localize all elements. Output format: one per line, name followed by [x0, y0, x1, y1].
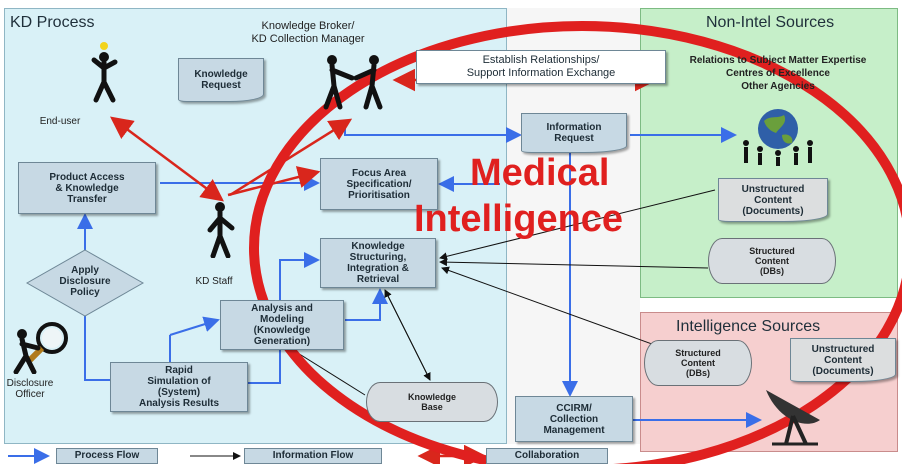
rapid-simulation-box: Rapid Simulation of (System) Analysis Re… [110, 362, 248, 412]
apply-disclosure-label: Apply Disclosure Policy [59, 265, 111, 298]
kd-process-title: KD Process [10, 14, 95, 31]
end-user-label: End-user [39, 116, 81, 127]
information-request-box: Information Request [521, 113, 627, 153]
intel-unstructured-documents-box: Unstructured Content (Documents) [790, 338, 896, 382]
knowledge-request-box: Knowledge Request [178, 58, 264, 102]
disclosure-officer-label: Disclosure Officer [6, 378, 54, 400]
analysis-modeling-box: Analysis and Modeling (Knowledge Generat… [220, 300, 344, 350]
establish-relationships-box: Establish Relationships/ Support Informa… [416, 50, 666, 84]
ccirm-box: CCIRM/ Collection Management [515, 396, 633, 442]
handshake-icon [318, 52, 390, 110]
overlay-intelligence: Intelligence [414, 198, 624, 240]
structured-dbs-cylinder: Structured Content (DBs) [708, 238, 836, 284]
apply-disclosure-diamond [25, 248, 145, 318]
person-magnifier-icon [8, 318, 74, 374]
non-intel-list: Relations to Subject Matter Expertise Ce… [689, 55, 867, 92]
focus-area-box: Focus Area Specification/ Prioritisation [320, 158, 438, 210]
intel-title: Intelligence Sources [676, 318, 821, 335]
kd-staff-label: KD Staff [195, 276, 233, 287]
intel-structured-dbs-cylinder: Structured Content (DBs) [644, 340, 752, 386]
non-intel-title: Non-Intel Sources [706, 14, 835, 31]
broker-label: Knowledge Broker/ KD Collection Manager [251, 20, 365, 45]
knowledge-base-cylinder: Knowledge Base [366, 382, 498, 422]
satellite-dish-icon [758, 380, 828, 446]
unstructured-documents-box: Unstructured Content (Documents) [718, 178, 828, 222]
knowledge-structuring-box: Knowledge Structuring, Integration & Ret… [320, 238, 436, 288]
overlay-medical: Medical [470, 152, 610, 194]
person-lightbulb-icon [88, 40, 122, 104]
legend-collaboration: Collaboration [486, 448, 608, 464]
legend-information-flow: Information Flow [244, 448, 382, 464]
legend-process-flow: Process Flow [56, 448, 158, 464]
globe-people-icon [738, 105, 818, 167]
kd-staff-icon [204, 200, 236, 258]
product-access-box: Product Access & Knowledge Transfer [18, 162, 156, 214]
highlight-ellipse [249, 21, 902, 464]
